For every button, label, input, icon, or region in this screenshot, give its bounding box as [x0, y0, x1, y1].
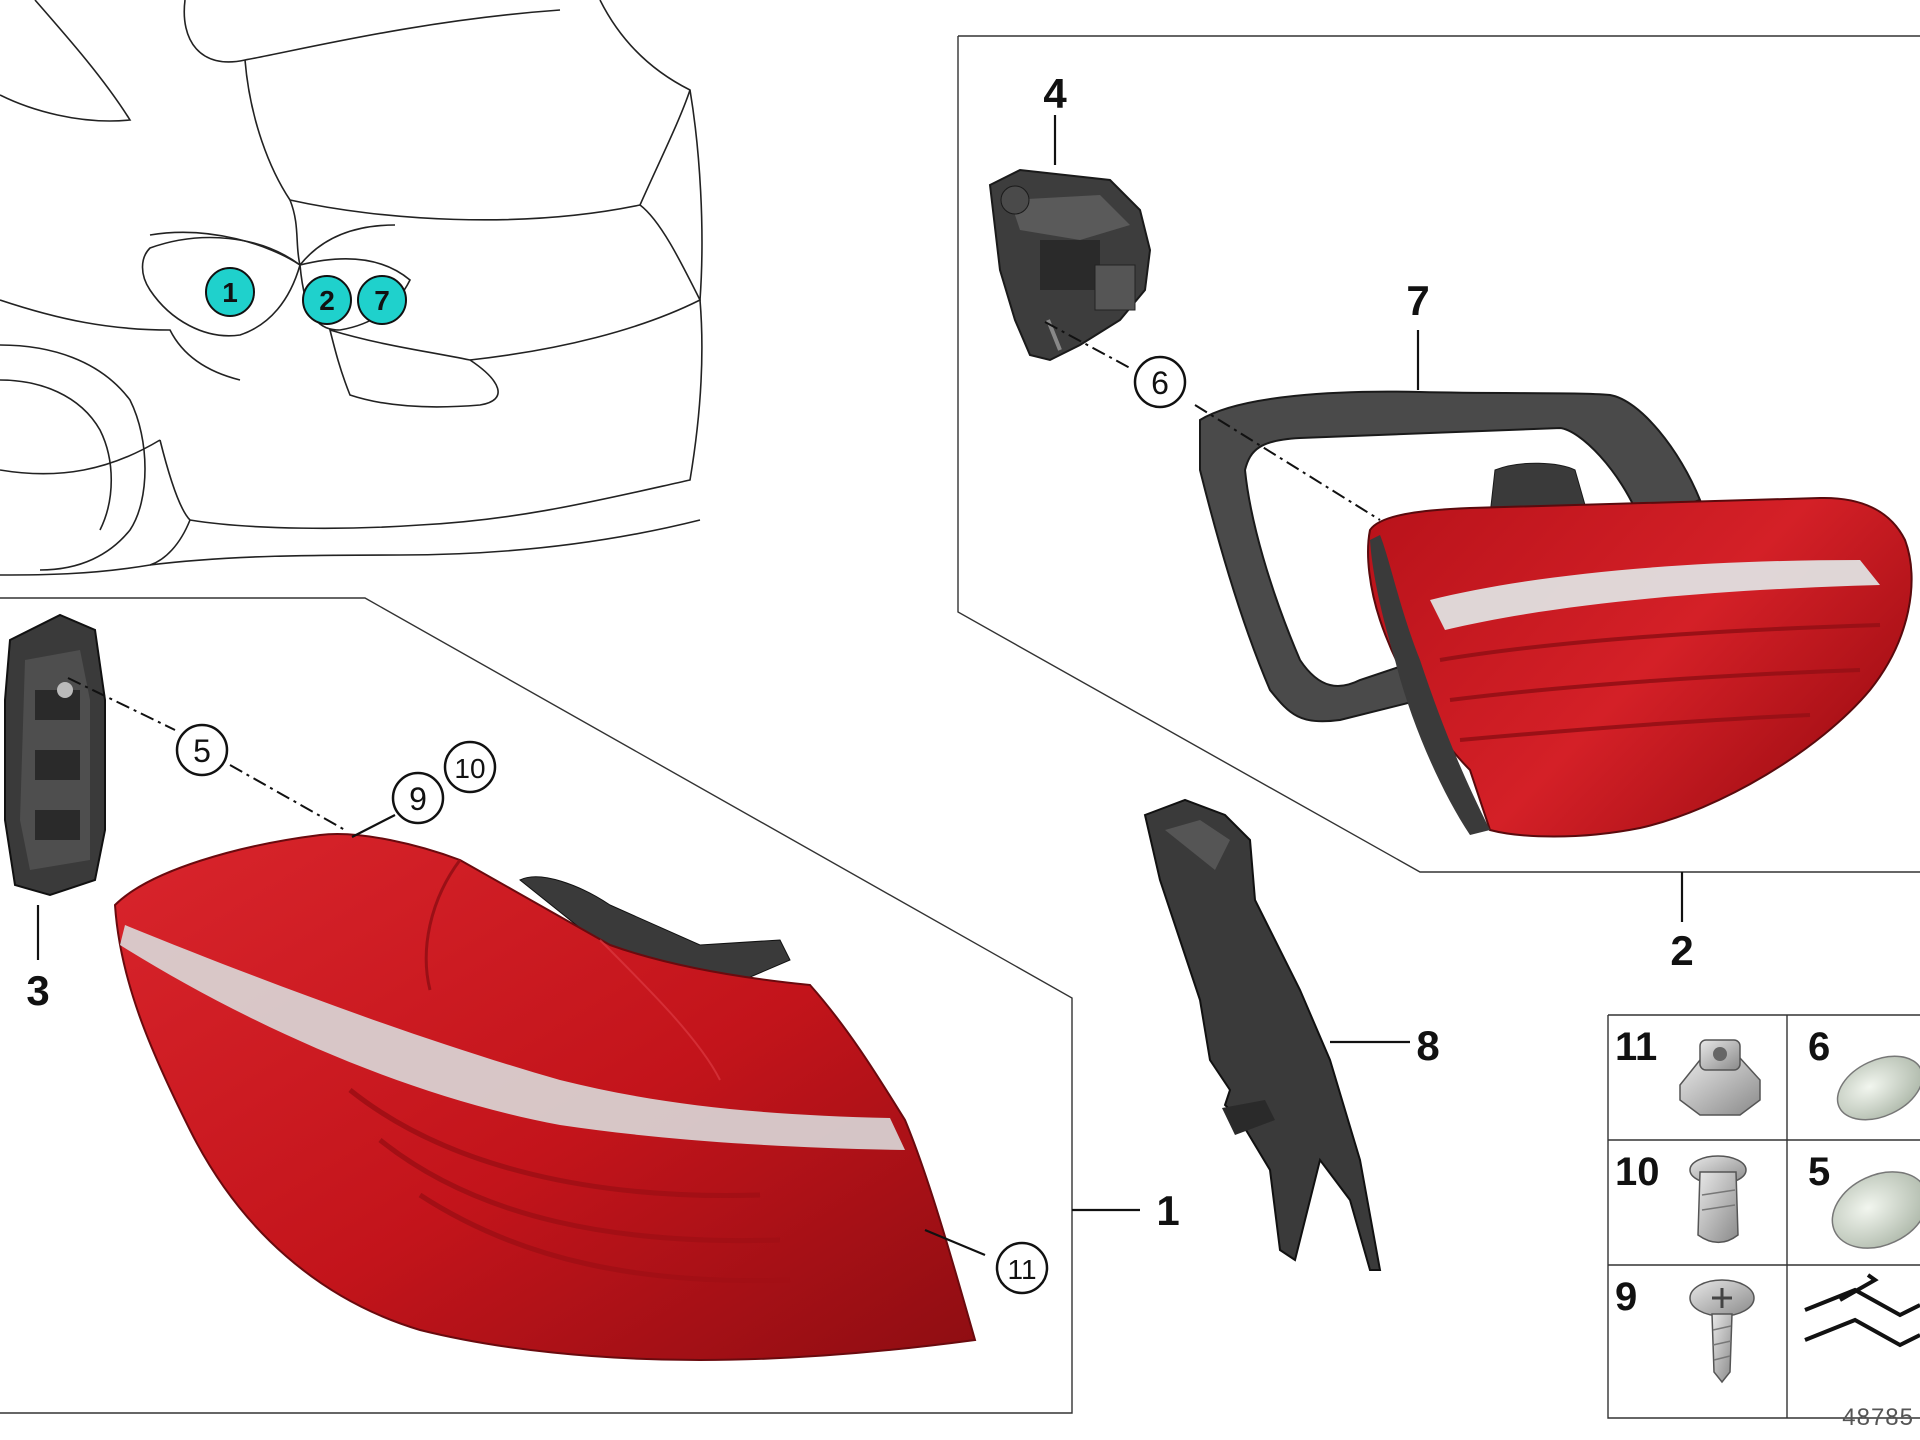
- bulb-icon: [1836, 1055, 1920, 1121]
- hardware-label-9: 9: [1615, 1275, 1637, 1319]
- dash-5-upper: [67, 677, 176, 731]
- hardware-grid: 11 6 10 5 9: [1607, 1014, 1920, 1419]
- callout-6: 6: [1133, 355, 1187, 409]
- callout-10-label: 10: [454, 753, 485, 784]
- callout-5: 5: [175, 723, 229, 777]
- group-box-inner-lamp: [957, 35, 1920, 873]
- callout-10: 10: [443, 740, 497, 794]
- car-marker-1: 1: [205, 267, 255, 317]
- leader-9: [351, 814, 396, 838]
- bulb-holder-part-4: [988, 168, 1152, 362]
- nut-icon: [1679, 1039, 1761, 1116]
- callout-11: 11: [995, 1241, 1049, 1295]
- step-symbol-icon: [1804, 1273, 1920, 1348]
- outer-lamp-part-1: [113, 833, 977, 1362]
- reference-number: 48785: [1842, 1404, 1914, 1431]
- callout-9-label: 9: [409, 781, 427, 817]
- callout-6-label: 6: [1151, 365, 1169, 401]
- gasket-part-7: [1199, 390, 1702, 723]
- dash-5-lower: [229, 764, 346, 831]
- car-marker-2: 2: [302, 275, 352, 325]
- car-marker-2-label: 2: [319, 285, 335, 316]
- bulb-icon-2: [1831, 1171, 1920, 1249]
- hardware-label-10: 10: [1615, 1150, 1660, 1194]
- dash-6-upper: [1044, 321, 1131, 369]
- car-marker-1-label: 1: [222, 277, 238, 308]
- car-rear-outline: [0, 0, 703, 576]
- label-part-7: 7: [1406, 277, 1429, 324]
- callout-5-label: 5: [193, 733, 211, 769]
- bolt-icon: [1689, 1155, 1747, 1244]
- bulb-holder-part-3: [4, 613, 106, 897]
- hardware-label-5: 5: [1808, 1150, 1830, 1194]
- leader-11: [924, 1228, 986, 1257]
- callout-11-label: 11: [1007, 1254, 1036, 1285]
- inner-lamp-part-2: [1367, 496, 1913, 838]
- callout-9: 9: [391, 771, 445, 825]
- bracket-part-8: [1143, 798, 1382, 1271]
- hardware-label-6: 6: [1808, 1025, 1830, 1069]
- screw-icon: [1689, 1279, 1755, 1384]
- car-marker-7-label: 7: [374, 285, 390, 316]
- group-box-outer-lamp: [0, 597, 1073, 1414]
- label-part-4: 4: [1043, 70, 1067, 117]
- label-part-8: 8: [1416, 1022, 1439, 1069]
- car-marker-7: 7: [357, 275, 407, 325]
- hardware-label-11: 11: [1615, 1025, 1657, 1069]
- label-part-1: 1: [1156, 1187, 1179, 1234]
- label-part-3: 3: [26, 967, 49, 1014]
- label-part-2: 2: [1670, 927, 1693, 974]
- dash-6-lower: [1194, 404, 1381, 521]
